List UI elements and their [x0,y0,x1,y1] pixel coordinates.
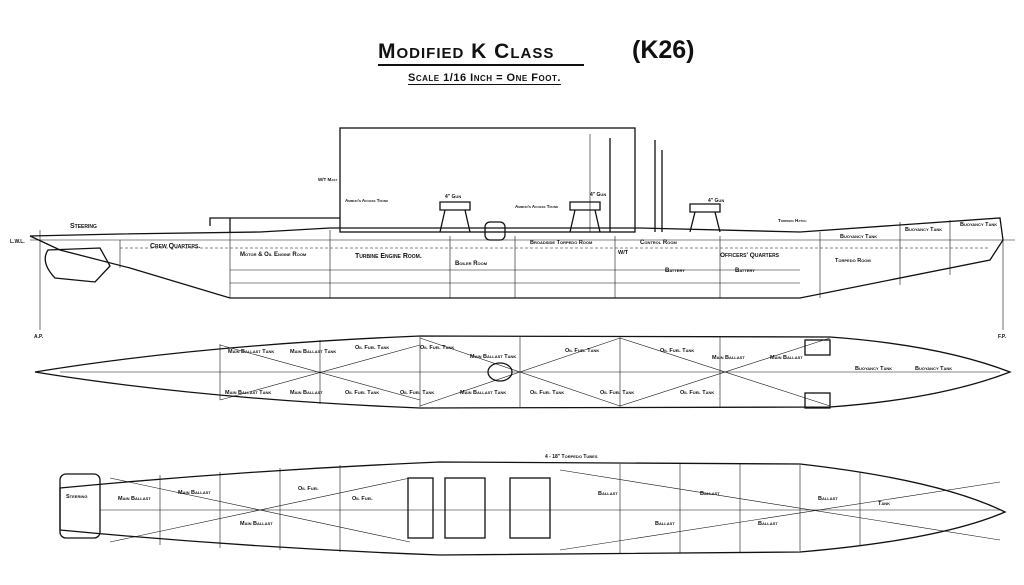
tank-label: Oil Fuel Tank [565,348,599,354]
label-ammo-trunk: Ammun'n Access Trunk [345,198,389,203]
label-torpedo-room: Torpedo Room [835,258,871,264]
tank-label: Oil Fuel Tank [420,345,454,351]
tank-label: Oil Fuel Tank [400,390,434,396]
tank-label: Ballast [758,521,778,527]
label-fp: F.P. [998,334,1007,340]
tank-label: Main Ballast Tank [225,390,271,396]
tank-label: Main Ballast [712,355,745,361]
tank-label: Ballast [700,491,720,497]
label-control-room: Control Room [640,240,677,246]
label-buoyancy-tank: Buoyancy Tank [840,234,877,240]
label-steering: Steering [70,223,97,230]
tank-label: Ballast [818,496,838,502]
tank-label: Main Ballast Tank [470,354,516,360]
label-broadside-torpedo-room: Broadside Torpedo Room [530,240,593,246]
label-motor-room: Motor & Oil Engine Room [240,252,307,258]
drawing-title: Modified K Class [378,40,585,66]
label-gun: 4" Gun [445,194,461,200]
tank-label: Oil Fuel Tank [660,348,694,354]
tank-label: Main Ballast Tank [290,349,336,355]
label-lwl: L.W.L. [10,239,25,245]
label-boiler-room: Boiler Room [455,261,488,267]
tank-label: Main Ballast [240,521,273,527]
label-gun: 4" Gun [708,198,724,204]
label-crew-quarters: Crew Quarters. [150,243,200,250]
tank-label: Oil Fuel [298,486,319,492]
label-torpedo-hatch: Torpedo Hatch [778,218,806,223]
tank-label: Main Ballast [770,355,803,361]
tank-label: Main Ballast Tank [228,349,274,355]
label-battery: Battery [665,268,685,274]
label-torpedo-tubes: 4 - 18" Torpedo Tubes [545,454,598,460]
tank-label: Tank [878,501,890,507]
side-profile: Steering Crew Quarters. Motor & Oil Engi… [10,127,1015,340]
label-gun: 4" Gun [590,192,606,198]
label-wt-mast: W/T Mast [318,177,337,182]
tank-label: Main Ballast [178,490,211,496]
tank-label: Oil Fuel Tank [600,390,634,396]
tank-label: Ballast [655,521,675,527]
tank-label: Main Ballast [118,496,151,502]
tank-label: Steering [66,494,87,500]
tank-label: Oil Fuel Tank [345,390,379,396]
tank-label: Buoyancy Tank [915,366,952,372]
tank-label: Ballast [598,491,618,497]
label-ammo-trunk: Ammun'n Access Trunk [515,204,559,209]
tank-label: Oil Fuel [352,496,373,502]
scale-note: Scale 1/16 Inch = One Foot. [408,72,561,85]
label-battery: Battery [735,268,755,274]
tank-label: Oil Fuel Tank [355,345,389,351]
tank-label: Buoyancy Tank [855,366,892,372]
label-wt: W/T [618,250,629,256]
label-buoyancy-tank: Buoyancy Tank [960,222,997,228]
label-ap: A.P. [34,334,44,340]
tank-label: Oil Fuel Tank [530,390,564,396]
label-buoyancy-tank: Buoyancy Tank [905,227,942,233]
tank-label: Main Ballast [290,390,323,396]
tank-label: Main Ballast Tank [460,390,506,396]
label-officers-quarters: Officers' Quarters [720,252,780,259]
class-id: (K26) [632,36,695,64]
label-turbine-room: Turbine Engine Room. [355,253,422,260]
tank-label: Oil Fuel Tank [680,390,714,396]
